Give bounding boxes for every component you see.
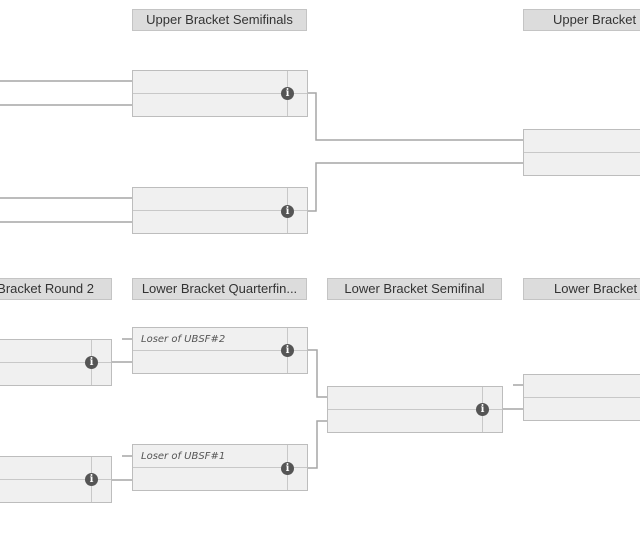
info-icon[interactable]: i — [476, 403, 489, 416]
match-lb-quarterfinal-1[interactable]: Loser of UBSF#2 i — [132, 327, 308, 374]
info-icon[interactable]: i — [281, 344, 294, 357]
header-ub-final: Upper Bracket — [523, 9, 640, 31]
info-icon[interactable]: i — [281, 87, 294, 100]
header-lb-semifinal: Lower Bracket Semifinal — [327, 278, 502, 300]
header-lb-final: Lower Bracket — [523, 278, 640, 300]
info-icon[interactable]: i — [85, 356, 98, 369]
slot-placeholder: Loser of UBSF#1 — [141, 451, 226, 462]
match-ub-final[interactable] — [523, 129, 640, 176]
info-icon[interactable]: i — [281, 462, 294, 475]
match-lb-final[interactable] — [523, 374, 640, 421]
match-lb-round2-2[interactable]: i — [0, 456, 112, 503]
header-lb-round2: Bracket Round 2 — [0, 278, 112, 300]
match-ub-semifinal-1[interactable]: i — [132, 70, 308, 117]
info-icon[interactable]: i — [85, 473, 98, 486]
match-ub-semifinal-2[interactable]: i — [132, 187, 308, 234]
match-lb-semifinal[interactable]: i — [327, 386, 503, 433]
match-lb-round2-1[interactable]: i — [0, 339, 112, 386]
header-ub-semifinals: Upper Bracket Semifinals — [132, 9, 307, 31]
match-lb-quarterfinal-2[interactable]: Loser of UBSF#1 i — [132, 444, 308, 491]
header-lb-quarterfinals: Lower Bracket Quarterfin... — [132, 278, 307, 300]
info-icon[interactable]: i — [281, 205, 294, 218]
slot-placeholder: Loser of UBSF#2 — [141, 334, 226, 345]
